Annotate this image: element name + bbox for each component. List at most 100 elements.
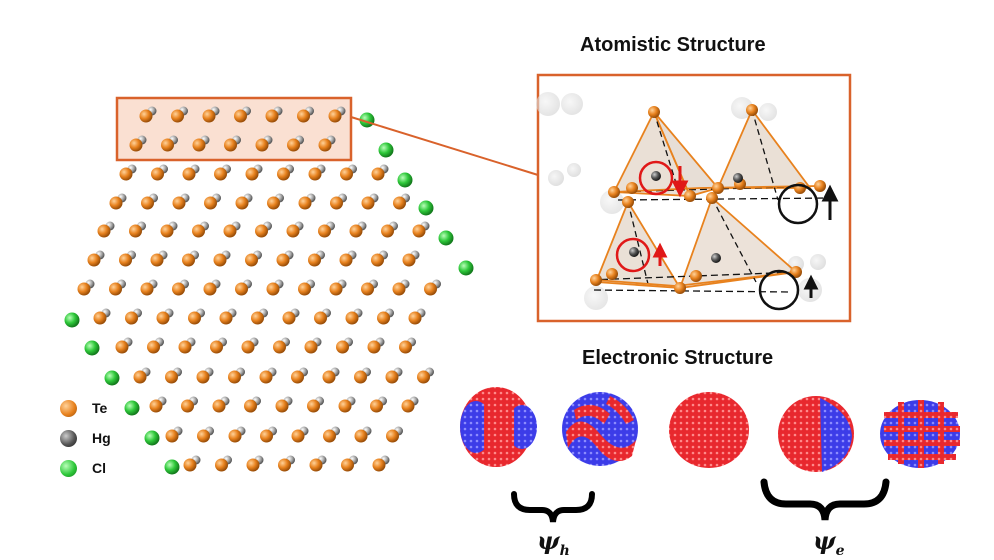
te-atom <box>119 253 132 267</box>
te-atom <box>188 311 201 325</box>
te-atom <box>266 282 280 296</box>
te-atom <box>287 138 300 152</box>
te-atom <box>393 196 406 210</box>
te-atom <box>367 340 381 354</box>
orbital-electron-2 <box>778 396 854 472</box>
orbital-electron-3 <box>880 400 960 468</box>
cl-atom <box>64 312 80 328</box>
te-atom <box>93 311 107 325</box>
te-atom <box>291 370 304 384</box>
red-circle-marker-lower <box>615 237 651 273</box>
te-atom <box>178 340 192 354</box>
atomistic-zoom-panel <box>536 73 852 323</box>
cl-atom <box>124 400 140 416</box>
te-atom <box>139 109 153 123</box>
te-atom <box>196 370 210 384</box>
cl-atom <box>458 260 474 276</box>
te-atom <box>246 458 260 472</box>
te-atom <box>259 370 273 384</box>
te-atom <box>129 138 143 152</box>
te-atom <box>140 282 154 296</box>
cl-atom <box>418 200 434 216</box>
hg-atom-icon <box>60 430 77 447</box>
te-atom <box>399 340 412 354</box>
black-arrow-up-upper <box>821 184 839 220</box>
te-atom <box>245 253 258 267</box>
cl-atom <box>84 340 100 356</box>
te-atom <box>235 196 249 210</box>
te-atom-icon <box>60 400 77 417</box>
te-atom <box>97 224 111 238</box>
te-atom <box>329 282 343 296</box>
te-atom <box>172 282 185 296</box>
te-atom <box>314 311 327 325</box>
te-atom <box>156 311 170 325</box>
te-atom <box>141 196 154 210</box>
te-atom <box>129 224 142 238</box>
te-atom <box>276 253 290 267</box>
te-atom <box>323 429 336 443</box>
psi-hole-label: ψh <box>537 526 570 559</box>
te-atom <box>318 138 332 152</box>
te-atom <box>149 399 163 413</box>
te-atom <box>417 370 430 384</box>
red-arrow-down <box>671 166 689 198</box>
te-atom <box>371 253 384 267</box>
te-atom <box>183 458 197 472</box>
te-atom <box>234 109 247 123</box>
orbital-hole-2 <box>562 392 638 466</box>
te-atom <box>213 253 227 267</box>
te-atom <box>282 311 296 325</box>
te-atom <box>371 167 385 181</box>
cl-atom <box>104 370 120 386</box>
te-atom <box>338 399 352 413</box>
red-arrow-up <box>652 242 668 266</box>
te-atom <box>203 282 217 296</box>
cl-atom <box>397 172 413 188</box>
te-atom <box>349 224 363 238</box>
psi-electron-label: ψe <box>813 526 845 559</box>
te-atom <box>277 167 290 181</box>
electronic-structure-title: Electronic Structure <box>582 347 774 369</box>
te-atom <box>345 311 359 325</box>
legend-item-hg: Hg <box>60 426 140 456</box>
te-atom <box>224 138 237 152</box>
te-atom <box>386 429 399 443</box>
te-atom <box>381 224 394 238</box>
te-atom <box>424 282 437 296</box>
te-atom <box>267 196 280 210</box>
te-atom <box>401 399 415 413</box>
te-atom <box>161 138 174 152</box>
te-atom <box>109 282 122 296</box>
te-atom <box>408 311 422 325</box>
te-atom <box>377 311 390 325</box>
te-atom <box>309 458 323 472</box>
orbital-electron-1 <box>669 392 749 468</box>
te-atom <box>215 458 228 472</box>
legend-label-hg: Hg <box>92 430 111 446</box>
te-atom <box>354 429 368 443</box>
te-atom <box>192 138 206 152</box>
te-atom <box>115 340 129 354</box>
te-atom <box>109 196 123 210</box>
te-atom <box>228 429 242 443</box>
te-atom <box>307 399 320 413</box>
te-atom <box>265 109 279 123</box>
te-atom <box>370 399 383 413</box>
te-atom <box>336 340 349 354</box>
te-atom <box>255 224 268 238</box>
legend-item-cl: Cl <box>60 456 140 486</box>
te-atom <box>402 253 416 267</box>
te-atom <box>223 224 237 238</box>
red-circle-marker-upper <box>638 160 674 196</box>
cl-atom-icon <box>60 460 77 477</box>
te-atom <box>245 167 259 181</box>
te-atom <box>219 311 233 325</box>
te-atom <box>204 196 217 210</box>
legend-item-te: Te <box>60 396 140 426</box>
cl-atom <box>164 459 180 475</box>
te-atom <box>291 429 305 443</box>
te-atom <box>182 253 195 267</box>
te-atom <box>119 167 133 181</box>
